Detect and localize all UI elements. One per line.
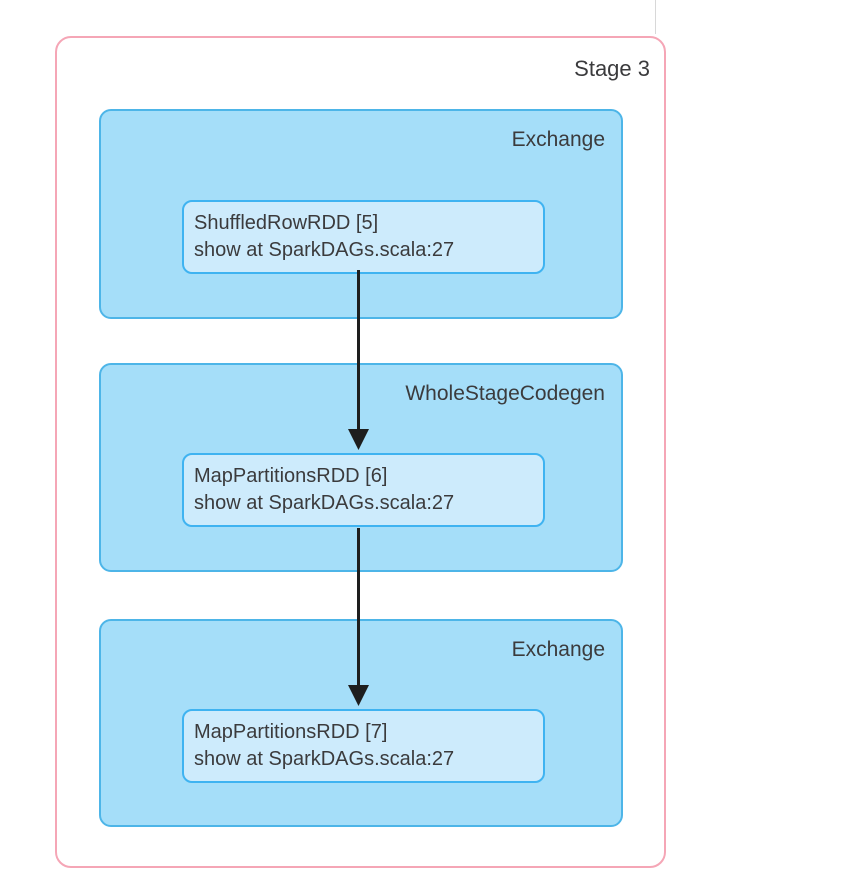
rdd-node-shuffledrowrdd-5: ShuffledRowRDD [5] show at SparkDAGs.sca… (182, 200, 545, 274)
rdd-node-name: MapPartitionsRDD [6] (194, 465, 388, 487)
rdd-node-callsite: show at SparkDAGs.scala:27 (194, 239, 455, 261)
rdd-node-mappartitionsrdd-6: MapPartitionsRDD [6] show at SparkDAGs.s… (182, 453, 545, 527)
rdd-node-name: MapPartitionsRDD [7] (194, 721, 388, 743)
rdd-node-callsite: show at SparkDAGs.scala:27 (194, 748, 455, 770)
operator-cluster-exchange-2: Exchange MapPartitionsRDD [7] show at Sp… (99, 619, 623, 827)
window-edge-line (655, 0, 656, 34)
operator-label: WholeStageCodegen (405, 382, 605, 405)
rdd-node-callsite: show at SparkDAGs.scala:27 (194, 492, 455, 514)
operator-label: Exchange (511, 638, 605, 661)
operator-label: Exchange (511, 128, 605, 151)
rdd-node-name: ShuffledRowRDD [5] (194, 212, 379, 234)
rdd-node-mappartitionsrdd-7: MapPartitionsRDD [7] show at SparkDAGs.s… (182, 709, 545, 783)
stage-title: Stage 3 (574, 56, 650, 81)
operator-cluster-wholestagecodegen: WholeStageCodegen MapPartitionsRDD [6] s… (99, 363, 623, 572)
stage-cluster: Stage 3 Exchange ShuffledRowRDD [5] show… (55, 36, 666, 868)
operator-cluster-exchange-1: Exchange ShuffledRowRDD [5] show at Spar… (99, 109, 623, 319)
